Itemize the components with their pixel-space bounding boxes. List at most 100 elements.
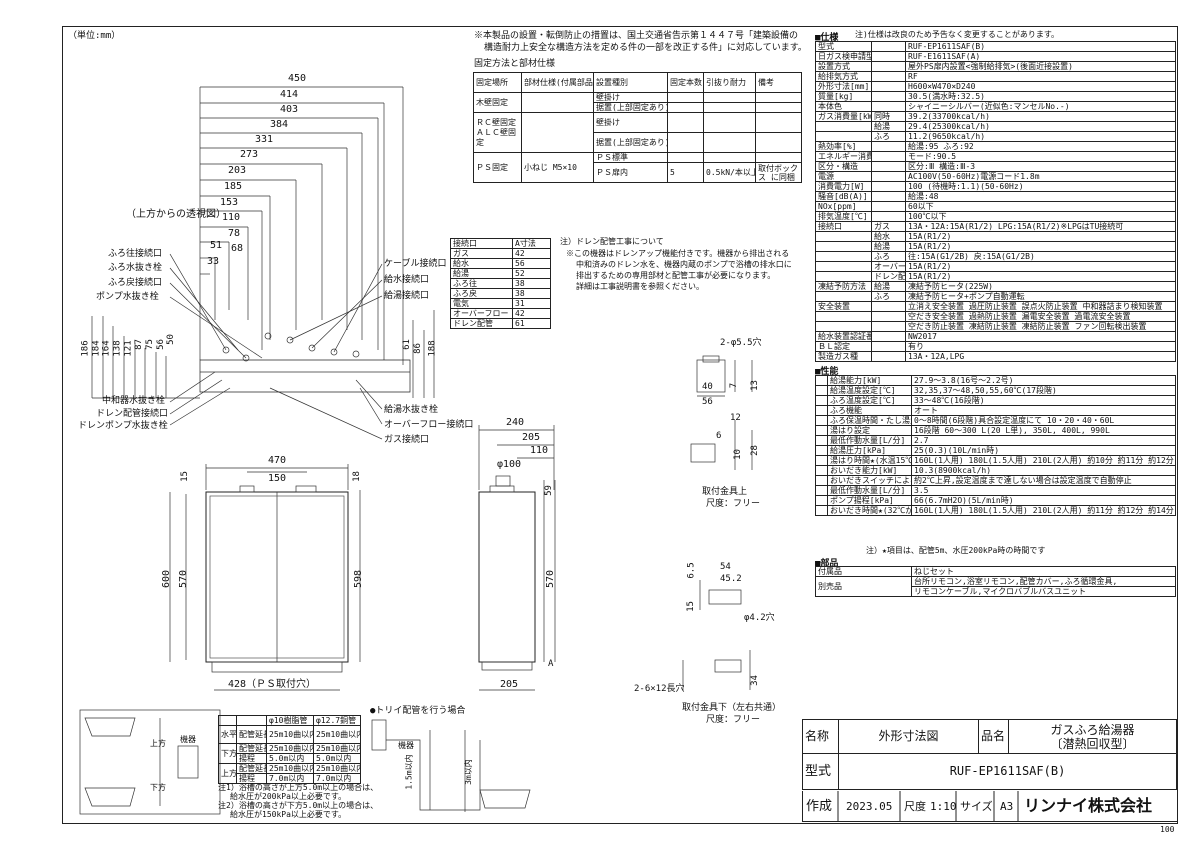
pump-note: 給水圧が150kPa以上必要です。	[230, 810, 347, 819]
pump-v: 5.0m以内	[266, 753, 314, 764]
label-cable: ケーブル接続口	[384, 259, 447, 269]
perf-value: 2.7	[911, 435, 1176, 446]
specs-value: 13A・12A:15A(R1/2) LPG:15A(R1/2)※LPGはTU接続…	[905, 221, 1176, 232]
specs-row: 空だき防止装置 凍結防止装置 凍結防止装置 ファン回転検出装置	[815, 321, 1176, 332]
specs-sub	[871, 171, 906, 182]
bracket-bottom-34: 34	[749, 675, 760, 686]
perf-label: ふろ温度設定[℃]	[827, 395, 912, 406]
dim-153: 153	[220, 197, 239, 208]
specs-sub	[871, 201, 906, 212]
perf-label: 給湯圧力[kPa]	[827, 445, 912, 456]
conn-val: 42	[512, 248, 551, 259]
fix-ps-in: ＰＳ扉内	[593, 162, 668, 183]
fix-ps-parts: 小ねじ M5×10	[521, 152, 594, 183]
perf-label: 湯はり設定	[827, 425, 912, 436]
specs-label	[815, 251, 872, 262]
bracket-bottom-452: 45.2	[720, 574, 742, 584]
conn-name: オーバーフロー	[450, 308, 513, 319]
front-dim-600: 600	[161, 569, 173, 589]
specs-value: NW2017	[905, 331, 1176, 342]
perf-label: 最低作動水量[L/分]	[827, 485, 912, 496]
specs-row: 凍結予防方法給湯凍結予防ヒータ(225W)	[815, 281, 1176, 292]
perf-group	[815, 505, 828, 516]
dim-110: 110	[222, 212, 241, 223]
specs-value: 往:15A(G1/2B) 戻:15A(G1/2B)	[905, 251, 1176, 262]
perf-row: 湯はり時間★(水温15℃,ふろ設定42℃)160L(1人用) 180L(1.5人…	[815, 455, 1176, 466]
drain-note-line: ※この機器はドレンアップ機能付きです。機器から排出される	[566, 249, 790, 258]
dim-384: 384	[270, 119, 289, 130]
specs-row: 熱効率[%]給湯:95 ふろ:92	[815, 141, 1176, 152]
dim-68: 68	[231, 243, 244, 254]
title-company: リンナイ株式会社	[1024, 796, 1153, 815]
fix-ps-std: ＰＳ標準	[593, 152, 668, 163]
drain-note-line: 中和済みのドレン水を、機器内蔵のポンプで浴槽の排水口に	[576, 260, 792, 269]
page-number: 100	[1160, 825, 1175, 834]
specs-value: 29.4(25300kcal/h)	[905, 121, 1176, 132]
perf-row: ふろ機能オート	[815, 405, 1176, 416]
vdim-188: 188	[427, 340, 438, 357]
pump-item: 揚程	[236, 773, 267, 784]
label-furo-drain: ふろ水抜き栓	[108, 263, 163, 273]
front-dim-150: 150	[268, 473, 287, 484]
specs-value: 立消え安全装置 過圧防止装置 誤点火防止装置 中和器詰まり検知装置	[905, 301, 1176, 312]
bracket-bottom-54: 54	[720, 562, 731, 572]
side-dim-570: 570	[545, 569, 557, 589]
notice-line1: ※本製品の設置・転倒防止の措置は、国土交通省告示第１４４７号「建築設備の	[474, 31, 799, 41]
trap-label: 機器	[398, 741, 414, 750]
dim-403: 403	[280, 104, 299, 115]
trap-title: ●トリイ配管を行う場合	[370, 706, 466, 716]
specs-label	[815, 231, 872, 242]
specs-label: 外形寸法[mm]	[815, 81, 872, 92]
dim-203: 203	[228, 165, 247, 176]
perf-label: 最低作動水量[L/分]	[827, 435, 912, 446]
specs-label	[815, 241, 872, 252]
label-overflow: オーバーフロー接続口	[384, 420, 474, 430]
specs-row: 本体色シャイニーシルバー(近似色:マンセルNo.-)	[815, 101, 1176, 112]
specs-sub: 給水	[871, 231, 906, 242]
specs-label: 電源	[815, 171, 872, 182]
specs-value: モード:90.5	[905, 151, 1176, 162]
perf-row: 給湯能力[kW]27.9～3.8(16号～2.2号)	[815, 375, 1176, 386]
title-name-value: 外形寸法図	[838, 719, 979, 754]
perf-group	[815, 405, 828, 416]
conn-name: ふろ戻	[450, 288, 513, 299]
parts-value: リモコンケーブル,マイクロバブルバスユニット	[911, 586, 1176, 597]
pump-dir: 水平	[218, 725, 237, 744]
perf-group	[815, 455, 828, 466]
perf-group	[815, 375, 828, 386]
label-furo-out: ふろ往接続口	[108, 249, 163, 259]
pump-v: 7.0m以内	[313, 773, 361, 784]
perf-row: 最低作動水量[L/分]3.5	[815, 485, 1176, 496]
specs-label: NOx[ppm]	[815, 201, 872, 212]
specs-value: H600×W470×D240	[905, 81, 1176, 92]
specs-sub	[871, 161, 906, 172]
perf-value: 27.9～3.8(16号～2.2号)	[911, 375, 1176, 386]
perf-group	[815, 445, 828, 456]
perf-label: ポンプ揚程[kPa]	[827, 495, 912, 506]
specs-value: 15A(R1/2)	[905, 241, 1176, 252]
perf-group	[815, 425, 828, 436]
perf-title: ■性能	[815, 367, 839, 377]
side-dim-A: A	[548, 659, 554, 669]
specs-title: ■仕様	[815, 33, 839, 43]
title-made-label: 作成	[806, 799, 833, 814]
specs-row: 排気温度[℃]100℃以下	[815, 211, 1176, 222]
perf-row: おいだき能力[kW]10.3(8900kcal/h)	[815, 465, 1176, 476]
perf-value: 160L(1人用) 180L(1.5人用) 210L(2人用) 約10分 約11…	[911, 455, 1176, 466]
specs-label: 質量[kg]	[815, 91, 872, 102]
specs-label	[815, 311, 872, 322]
side-dim-59: 59	[543, 485, 554, 496]
perf-value: 66(6.7mH2O)(5L/min時)	[911, 495, 1176, 506]
fix-table: 固定場所 部材仕様(付属部品) 設置種別 固定本数 引抜り耐力 備考 木壁固定壁…	[473, 72, 802, 183]
perf-label: 湯はり時間★(水温15℃,ふろ設定42℃)	[827, 455, 912, 466]
conn-val: 38	[512, 288, 551, 299]
specs-table: 型式RUF-EP1611SAF(B)日ガス検申請型式RUF-E1611SAF(A…	[815, 41, 1176, 362]
specs-value: シャイニーシルバー(近似色:マンセルNo.-)	[905, 101, 1176, 112]
bracket-top-hole: 2-φ5.5穴	[720, 338, 762, 348]
fix-h3: 固定本数	[667, 72, 704, 93]
fix-wall-1: 壁掛け	[593, 92, 668, 103]
title-product-value2: 〔潜熱回収型〕	[1050, 736, 1135, 751]
conn-name: 電気	[450, 298, 513, 309]
